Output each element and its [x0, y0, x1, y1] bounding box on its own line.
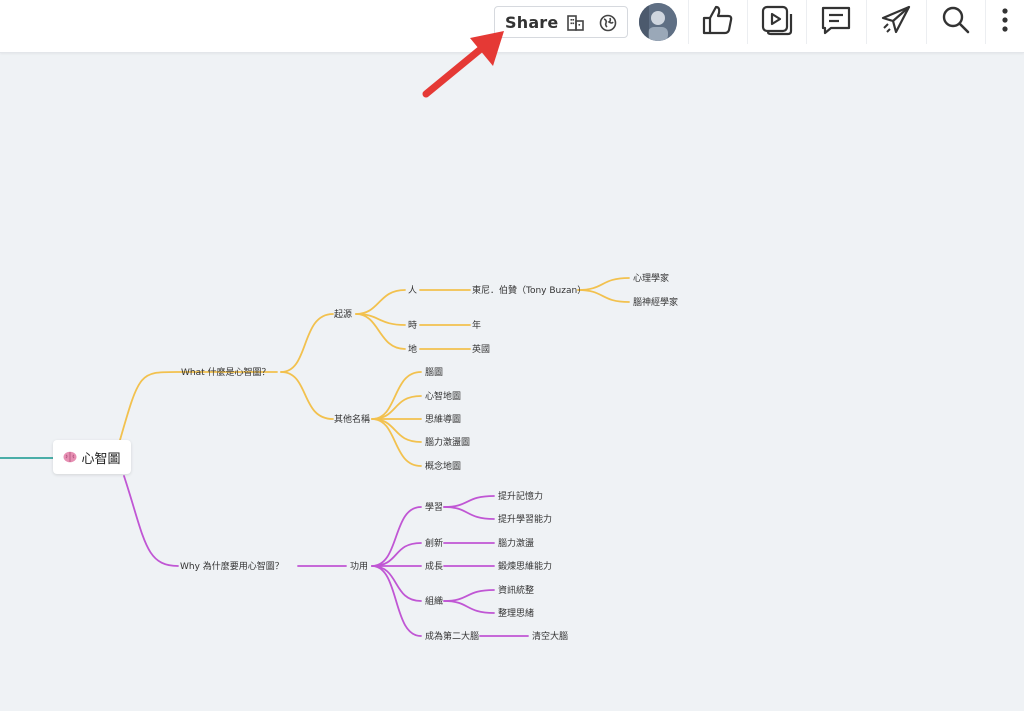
node-innovation[interactable]: 創新 — [425, 537, 443, 549]
node-thinking[interactable]: 鍛煉思維能力 — [498, 560, 552, 572]
node-person[interactable]: 人 — [408, 285, 417, 296]
node-uk[interactable]: 英國 — [472, 343, 490, 355]
search-button[interactable] — [926, 0, 985, 44]
node-other-name-1[interactable]: 腦圖 — [425, 366, 443, 378]
search-icon — [939, 4, 973, 40]
root-label: 心智圖 — [81, 451, 121, 467]
like-button[interactable] — [688, 0, 747, 44]
building-icon — [567, 14, 585, 36]
comment-button[interactable] — [806, 0, 865, 44]
node-growth[interactable]: 成長 — [425, 560, 443, 572]
node-other-name-4[interactable]: 腦力激盪圖 — [425, 436, 470, 448]
node-year[interactable]: 年 — [472, 319, 481, 331]
node-learning[interactable]: 學習 — [425, 501, 443, 513]
share-label: Share — [505, 12, 559, 32]
more-button[interactable] — [985, 0, 1024, 44]
node-why[interactable]: Why 為什麼要用心智圖？ — [180, 560, 284, 572]
node-memory[interactable]: 提升記憶力 — [498, 490, 543, 502]
node-neuroscientist[interactable]: 腦神經學家 — [633, 296, 678, 308]
play-slides-icon — [760, 4, 794, 40]
node-sort-thoughts[interactable]: 整理思緒 — [498, 607, 534, 619]
branch-why — [123, 475, 179, 567]
thumbs-up-icon — [701, 4, 735, 40]
node-brainstorm[interactable]: 腦力激盪 — [498, 537, 534, 549]
node-place[interactable]: 地 — [408, 343, 417, 355]
root-node[interactable]: 心智圖 — [53, 440, 131, 474]
node-clear-brain[interactable]: 清空大腦 — [532, 630, 568, 642]
send-button[interactable] — [866, 0, 925, 44]
node-other-names[interactable]: 其他名稱 — [334, 413, 370, 425]
comment-icon — [819, 4, 853, 40]
node-origin[interactable]: 起源 — [334, 309, 352, 320]
node-other-name-5[interactable]: 概念地圖 — [425, 460, 461, 472]
node-what[interactable]: What 什麼是心智圖？ — [181, 366, 271, 378]
node-learning-ability[interactable]: 提升學習能力 — [498, 513, 552, 525]
user-avatar[interactable] — [639, 3, 677, 41]
top-toolbar: Share — [0, 0, 1024, 53]
branch-what — [119, 371, 278, 441]
node-other-name-3[interactable]: 思維導圖 — [425, 413, 461, 425]
node-function[interactable]: 功用 — [350, 561, 368, 572]
node-integrate[interactable]: 資訊統整 — [498, 584, 534, 596]
send-icon — [879, 4, 913, 40]
more-icon — [1000, 4, 1010, 40]
node-psychologist[interactable]: 心理學家 — [633, 272, 669, 284]
globe-icon — [599, 14, 617, 36]
brain-icon — [63, 451, 77, 463]
node-organize[interactable]: 組織 — [425, 595, 443, 607]
node-other-name-2[interactable]: 心智地圖 — [425, 390, 461, 402]
share-button[interactable]: Share — [494, 6, 628, 38]
presentation-button[interactable] — [747, 0, 806, 44]
node-tony-buzan[interactable]: 東尼．伯贊（Tony Buzan） — [472, 284, 586, 296]
annotation-arrow — [420, 26, 510, 105]
node-time[interactable]: 時 — [408, 320, 417, 331]
node-second-brain[interactable]: 成為第二大腦 — [425, 630, 479, 642]
